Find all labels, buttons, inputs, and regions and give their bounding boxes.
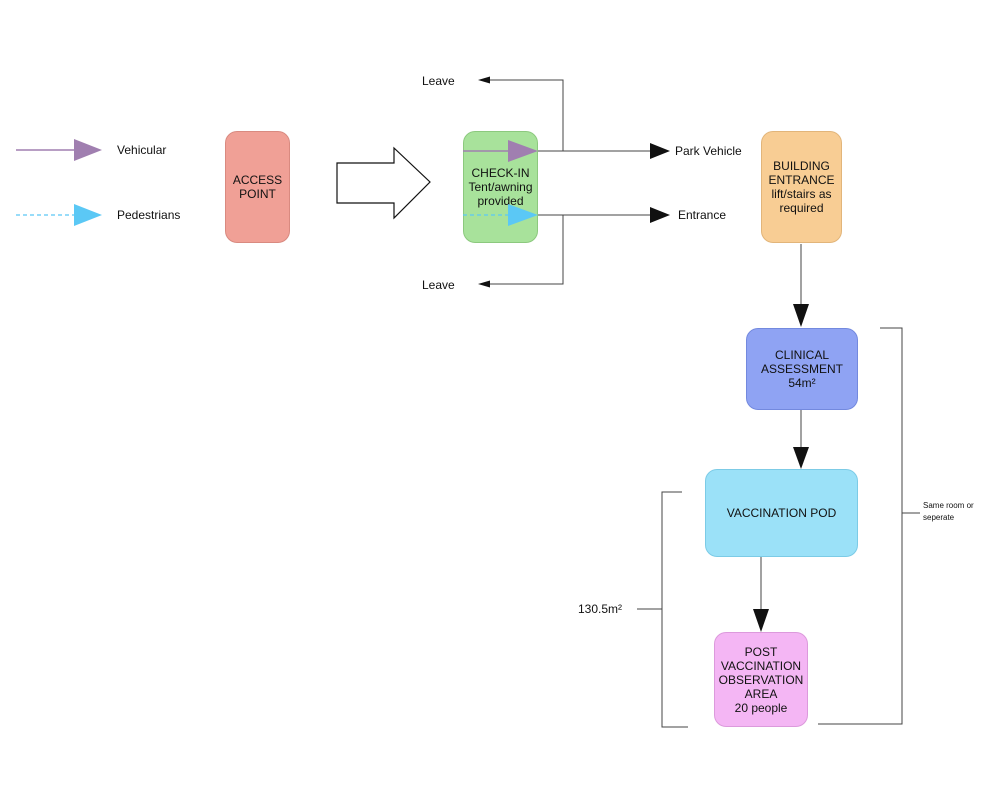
big-flow-arrow <box>336 146 431 220</box>
building-entrance-node: BUILDING ENTRANCE lift/stairs as require… <box>761 131 842 243</box>
entrance-to-clinical-arrowhead <box>793 304 809 327</box>
leave-top-label: Leave <box>422 74 455 88</box>
entrance-arrowhead <box>650 207 670 223</box>
same-room-line-1: Same room or <box>923 501 974 510</box>
access-point-line-2: POINT <box>239 187 276 201</box>
park-vehicle-arrowhead <box>650 143 670 159</box>
building-entrance-line-4: required <box>779 201 824 215</box>
check-in-line-2: Tent/awning <box>468 180 533 194</box>
post-vaccination-line-3: OBSERVATION <box>718 672 804 687</box>
post-vaccination-line-5: 20 people <box>734 700 788 715</box>
park-vehicle-label: Park Vehicle <box>675 144 742 158</box>
area-total-label: 130.5m² <box>578 602 623 616</box>
building-entrance-line-1: BUILDING <box>773 159 830 173</box>
clinical-assessment-line-2: ASSESSMENT <box>760 362 844 376</box>
check-in-node: CHECK-IN Tent/awning provided <box>463 131 538 243</box>
leave-top-connector <box>490 79 564 151</box>
post-vaccination-line-4: AREA <box>744 686 778 701</box>
legend-pedestrians-arrowhead <box>74 204 102 226</box>
vaccination-pod-line-1: VACCINATION POD <box>726 506 837 520</box>
clinical-to-pod-arrowhead <box>793 447 809 469</box>
legend-vehicular-arrowhead <box>74 139 102 161</box>
building-entrance-line-2: ENTRANCE <box>768 173 835 187</box>
pod-to-observation-arrowhead <box>753 609 769 632</box>
leave-top-arrowhead <box>478 76 490 84</box>
leave-bottom-connector <box>490 215 564 285</box>
leave-bottom-label: Leave <box>422 278 455 292</box>
legend-vehicular-label: Vehicular <box>117 143 167 157</box>
check-in-line-3: provided <box>477 194 524 208</box>
clinical-assessment-line-3: 54m² <box>788 376 816 390</box>
post-vaccination-line-2: VACCINATION <box>720 658 802 673</box>
entrance-label: Entrance <box>678 208 727 222</box>
legend-pedestrians-label: Pedestrians <box>117 208 181 222</box>
same-room-line-2: seperate <box>923 513 955 522</box>
access-point-node: ACCESS POINT <box>225 131 290 243</box>
check-in-line-1: CHECK-IN <box>471 166 530 180</box>
access-point-line-1: ACCESS <box>232 173 283 187</box>
post-vaccination-node: POST VACCINATION OBSERVATION AREA 20 peo… <box>714 632 808 727</box>
same-room-bracket <box>818 327 903 725</box>
leave-bottom-arrowhead <box>478 280 490 288</box>
clinical-assessment-line-1: CLINICAL <box>774 348 830 362</box>
post-vaccination-line-1: POST <box>744 644 778 659</box>
area-bracket <box>661 491 688 728</box>
building-entrance-line-3: lift/stairs as <box>771 187 832 201</box>
vaccination-pod-node: VACCINATION POD <box>705 469 858 557</box>
same-room-label: Same room or seperate <box>923 500 974 524</box>
clinical-assessment-node: CLINICAL ASSESSMENT 54m² <box>746 328 858 410</box>
